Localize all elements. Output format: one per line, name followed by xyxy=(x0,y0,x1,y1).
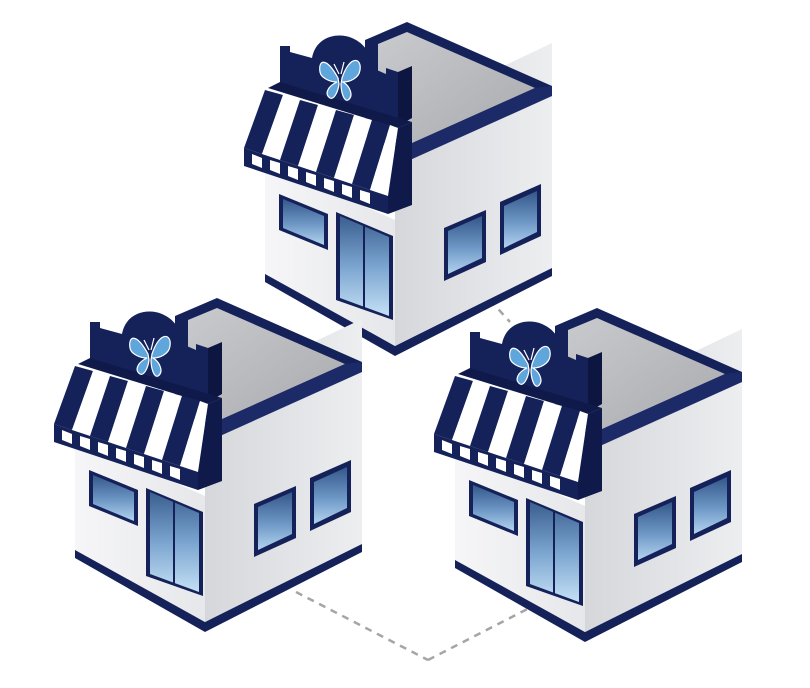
storefront-icon xyxy=(53,297,363,633)
storefront-icon xyxy=(433,307,743,643)
storefront-icon xyxy=(243,21,553,357)
